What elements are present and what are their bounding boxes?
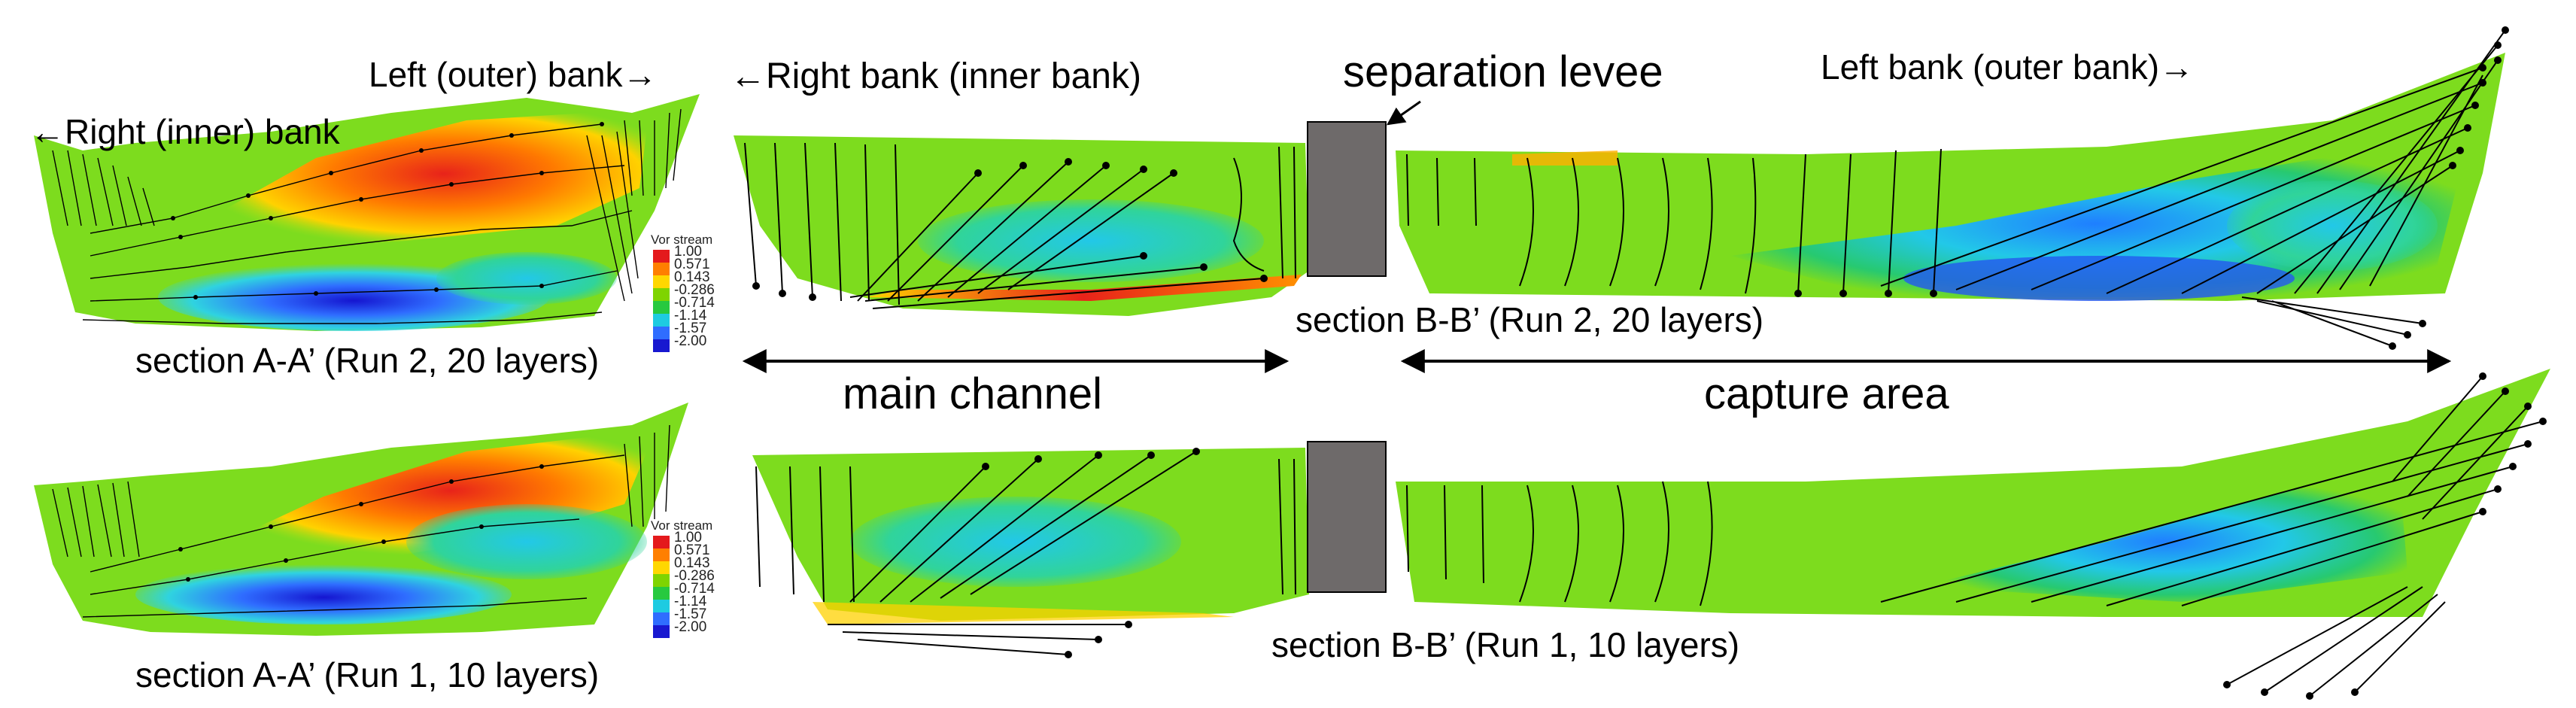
legend-bottom-tick-label: -1.14 [674,594,707,609]
right-inner-bank-label: ←Right (inner) bank [30,112,340,151]
legend-bottom-tick-label: 1.00 [674,530,702,545]
legend-top-tick-label: 0.143 [674,269,710,285]
legend-top-color-swatch [653,339,670,352]
legend-top-tick-label: 0.571 [674,257,710,272]
legend-top-tick-label: -1.14 [674,308,707,324]
legend-top-color-swatch [653,301,670,314]
section-a-run2-plot [34,94,700,331]
section-b-run2-plot [734,26,2509,350]
separation-levee-label: separation levee [1343,47,1663,96]
legend-bottom-tick-label: -0.286 [674,568,715,584]
section-a-run1-caption: section A-A’ (Run 1, 10 layers) [135,655,600,694]
legend-bottom-color-swatch [653,548,670,561]
section-a-run2-caption: section A-A’ (Run 2, 20 layers) [135,341,600,380]
legend-top-tick-label: -0.714 [674,295,715,311]
legend-top-color-swatch [653,263,670,275]
legend-bottom-tick-label: -2.00 [674,619,706,635]
legend-bottom-color-swatch [653,625,670,638]
legend-bottom-tick-label: -0.714 [674,581,715,597]
legend-bottom-tick-label: 0.571 [674,542,710,558]
section-b-run1-caption: section B-B’ (Run 1, 10 layers) [1271,625,1740,664]
section-a-run1-plot [34,403,688,636]
vorticity-legend-top: Vor stream 1.000.5710.143-0.286-0.714-1.… [651,232,715,352]
left-outer-bank-label: Left (outer) bank→ [369,55,658,94]
legend-top-color-swatch [653,275,670,288]
vorticity-legend-bottom: Vor stream 1.000.5710.143-0.286-0.714-1.… [651,518,715,638]
section-b-run2-caption: section B-B’ (Run 2, 20 layers) [1296,300,1764,339]
legend-top-color-swatch [653,314,670,327]
legend-bottom-tick-label: 0.143 [674,555,710,571]
legend-top-color-swatch [653,327,670,339]
legend-title-bottom: Vor stream [651,518,712,533]
section-b-run1-plot [752,369,2550,700]
separation-levee-block-top [1307,121,1387,277]
legend-bottom-color-swatch [653,536,670,548]
legend-top-tick-label: -1.57 [674,321,706,336]
legend-bottom-color-swatch [653,612,670,625]
legend-bottom-color-swatch [653,600,670,612]
legend-top-tick-label: 1.00 [674,244,702,260]
legend-top-color-swatch [653,288,670,301]
legend-title: Vor stream [651,232,712,247]
capture-area-label: capture area [1704,369,1949,418]
legend-bottom-color-swatch [653,574,670,587]
separation-levee-block-bottom [1307,441,1387,593]
legend-top-tick-label: -2.00 [674,333,706,349]
right-bank-inner-label: ←Right bank (inner bank) [730,56,1141,96]
main-channel-label: main channel [843,369,1102,418]
levee-pointer-arrow [1387,100,1421,126]
legend-bottom-color-swatch [653,587,670,600]
legend-top-tick-label: -0.286 [674,282,715,298]
legend-bottom-tick-label: -1.57 [674,606,706,622]
legend-top-color-swatch [653,250,670,263]
left-bank-outer-label: Left bank (outer bank)→ [1821,47,2195,87]
legend-bottom-color-swatch [653,561,670,574]
